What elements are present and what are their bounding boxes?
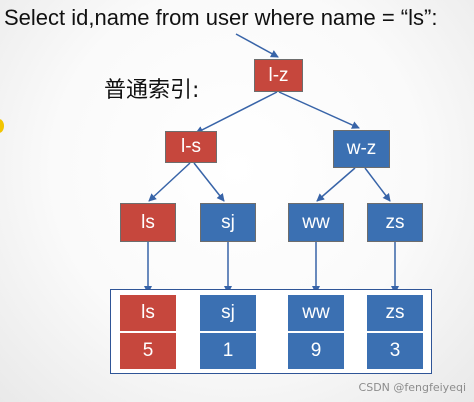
sql-query-text: Select id,name from user where name = “l… (4, 5, 438, 30)
leaf-name-label: zs (385, 302, 405, 323)
watermark-text: CSDN @fengfeiyeqi (358, 381, 466, 394)
leaf-name-label: sj (221, 302, 235, 323)
key-node-sj: sj (200, 203, 256, 242)
leaf-id-label: 1 (222, 340, 234, 361)
branch-node-l-s: l-s (165, 131, 217, 163)
key-node-label: ww (302, 211, 330, 233)
branch-node-label: l-s (180, 136, 202, 157)
root-node-label: l-z (268, 64, 289, 86)
index-type-label: 普通索引: (104, 78, 200, 103)
arrow-l-s-to-sj (193, 162, 225, 202)
leaf-cell-id-sj: 1 (200, 333, 256, 369)
key-node-label: ls (141, 211, 155, 233)
arrow-root-to-w-z (278, 91, 360, 129)
key-node-zs: zs (367, 203, 423, 242)
arrow-root-to-l-s (195, 91, 278, 134)
root-node: l-z (254, 59, 303, 92)
leaf-cell-name-ww: ww (288, 295, 344, 331)
leaf-id-label: 3 (389, 340, 401, 361)
leaf-cell-id-zs: 3 (367, 333, 423, 369)
leaf-id-label: 5 (142, 340, 154, 361)
branch-node-w-z: w-z (333, 130, 390, 168)
leaf-id-label: 9 (310, 340, 322, 361)
leaf-name-label: ww (302, 302, 330, 323)
key-node-label: zs (385, 211, 405, 233)
arrow-l-s-to-ls (148, 162, 191, 202)
branch-node-label: w-z (346, 138, 377, 159)
leaf-cell-name-ls: ls (120, 295, 176, 331)
leaf-cell-name-zs: zs (367, 295, 423, 331)
arrow-query-to-root (235, 33, 279, 58)
arrow-w-z-to-ww (316, 167, 356, 202)
arrow-w-z-to-zs (364, 167, 391, 202)
leaf-cell-name-sj: sj (200, 295, 256, 331)
key-node-ls: ls (120, 203, 176, 242)
key-node-ww: ww (288, 203, 344, 242)
leaf-cell-id-ls: 5 (120, 333, 176, 369)
key-node-label: sj (221, 211, 235, 233)
yellow-edge-marker (0, 119, 4, 133)
leaf-cell-id-ww: 9 (288, 333, 344, 369)
leaf-name-label: ls (141, 302, 155, 323)
